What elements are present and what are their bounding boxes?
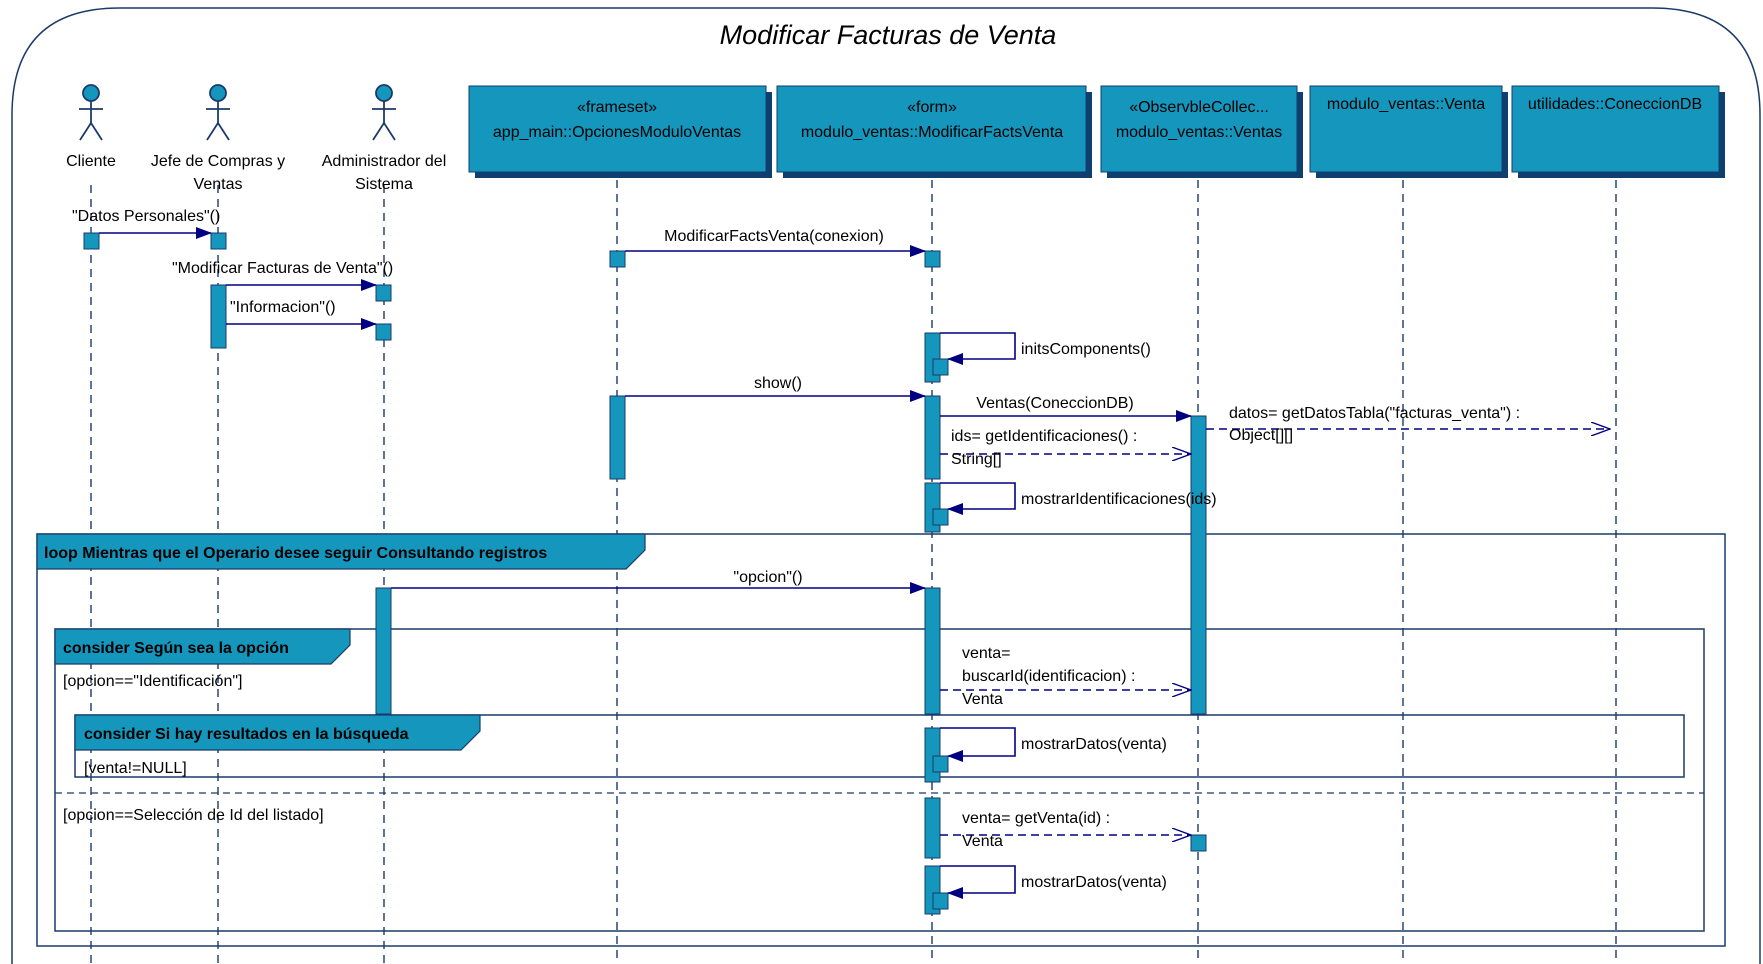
activation-bar: [924, 250, 941, 268]
message-label: "Informacion"(): [230, 299, 336, 316]
guard-condition: [venta!=NULL]: [84, 760, 187, 777]
message-mostrar-datos-2: mostrarDatos(venta): [940, 865, 1167, 899]
message-label: datos= getDatosTabla("facturas_venta") :: [1229, 405, 1520, 422]
object-name: app_main::OpcionesModuloVentas: [493, 124, 741, 141]
activation-bar: [924, 587, 941, 715]
activation-bar: [210, 232, 227, 250]
consider-fragment-resultados: consider Si hay resultados en la búsqued…: [74, 714, 1685, 778]
object-opciones-modulo-ventas: «frameset» app_main::OpcionesModuloVenta…: [468, 85, 772, 178]
activation-bar: [924, 727, 941, 783]
object-stereotype: «frameset»: [577, 99, 657, 116]
object-name: modulo_ventas::Venta: [1327, 96, 1485, 113]
object-modificar-facts-venta: «form» modulo_ventas::ModificarFactsVent…: [776, 85, 1092, 178]
message-show: show(): [625, 375, 926, 402]
actor-jefe-compras: Jefe de Compras y Ventas: [151, 84, 285, 193]
message-label: "Datos Personales"(): [72, 208, 220, 225]
message-mostrar-datos-1: mostrarDatos(venta): [940, 727, 1167, 762]
message-inits-components: initsComponents(): [940, 332, 1151, 365]
message-label: venta= getVenta(id) :: [962, 810, 1110, 827]
object-stereotype: «form»: [907, 99, 957, 116]
message-label: Object[][]: [1229, 427, 1293, 444]
message-label: "Modificar Facturas de Venta"(): [172, 260, 393, 277]
message-label: buscarId(identificacion) :: [962, 668, 1135, 685]
message-buscar-id: venta= buscarId(identificacion) : Venta: [940, 645, 1191, 708]
activation-bar: [609, 250, 626, 268]
message-label: mostrarIdentificaciones(ids): [1021, 491, 1217, 508]
activation-bar: [932, 358, 949, 376]
message-label: String[]: [951, 451, 1002, 468]
activation-bar: [83, 232, 100, 250]
actor-label: Administrador del: [322, 153, 447, 170]
message-label: ids= getIdentificaciones() :: [951, 428, 1137, 445]
diagram-title: Modificar Facturas de Venta: [720, 20, 1057, 50]
activation-bar: [924, 395, 941, 480]
message-informacion: "Informacion"(): [226, 299, 377, 330]
activation-bar: [375, 284, 392, 302]
message-ventas-constructor: Ventas(ConeccionDB): [940, 395, 1192, 422]
activation-bar: [1190, 834, 1207, 852]
object-ventas-collection: «ObservbleCollec... modulo_ventas::Venta…: [1100, 85, 1303, 178]
fragment-label: consider Según sea la opción: [63, 640, 289, 657]
object-coneccion-db: utilidades::ConeccionDB: [1511, 85, 1725, 178]
message-label: Ventas(ConeccionDB): [976, 395, 1133, 412]
object-name: modulo_ventas::Ventas: [1116, 124, 1282, 141]
message-datos-personales: "Datos Personales"(): [72, 208, 220, 239]
message-get-identificaciones: ids= getIdentificaciones() : String[]: [940, 428, 1191, 468]
actor-label: Jefe de Compras y: [151, 153, 285, 170]
message-label: show(): [754, 375, 802, 392]
fragment-label: consider Si hay resultados en la búsqued…: [84, 726, 409, 743]
lifelines: [90, 180, 1617, 964]
object-stereotype: «ObservbleCollec...: [1129, 99, 1269, 116]
stick-figure-icon: [79, 84, 103, 141]
message-label: "opcion"(): [733, 569, 802, 586]
stick-figure-icon: [372, 84, 396, 141]
activation-bar: [1190, 415, 1207, 715]
diagram-frame: [11, 7, 1761, 964]
actor-label: Sistema: [355, 176, 413, 193]
message-opcion: "opcion"(): [391, 569, 926, 594]
fragment-label: loop Mientras que el Operario desee segu…: [44, 545, 547, 562]
message-modificar-facturas: "Modificar Facturas de Venta"(): [172, 260, 393, 291]
message-label: initsComponents(): [1021, 341, 1151, 358]
stick-figure-icon: [206, 84, 230, 141]
message-label: Venta: [962, 833, 1003, 850]
activation-bar: [932, 755, 949, 773]
message-get-venta: venta= getVenta(id) : Venta: [940, 810, 1191, 850]
activation-bar: [932, 508, 949, 526]
message-label: venta=: [962, 645, 1010, 662]
message-get-datos-tabla: datos= getDatosTabla("facturas_venta") :…: [1206, 405, 1610, 444]
activation-bars: [83, 232, 1207, 915]
object-name: modulo_ventas::ModificarFactsVenta: [801, 124, 1063, 141]
message-mostrar-identificaciones: mostrarIdentificaciones(ids): [940, 482, 1217, 515]
activation-bar: [375, 587, 392, 715]
actor-label: Ventas: [194, 176, 243, 193]
activation-bar: [609, 395, 626, 480]
guard-condition: [opcion==Selección de Id del listado]: [63, 807, 324, 824]
actor-cliente: Cliente: [66, 84, 116, 170]
message-label: ModificarFactsVenta(conexion): [664, 228, 884, 245]
activation-bar: [924, 797, 941, 859]
activation-bar: [210, 284, 227, 349]
activation-bar: [932, 892, 949, 910]
object-name: utilidades::ConeccionDB: [1528, 96, 1702, 113]
message-label: Venta: [962, 691, 1003, 708]
activation-bar: [375, 323, 392, 341]
actor-label: Cliente: [66, 153, 116, 170]
consider-fragment-opcion: consider Según sea la opción [opcion=="I…: [54, 628, 1705, 932]
object-venta: modulo_ventas::Venta: [1309, 85, 1508, 178]
message-modificar-facts-venta: ModificarFactsVenta(conexion): [625, 228, 926, 257]
loop-fragment: loop Mientras que el Operario desee segu…: [36, 533, 1726, 947]
message-label: mostrarDatos(venta): [1021, 736, 1167, 753]
message-label: mostrarDatos(venta): [1021, 874, 1167, 891]
actor-administrador: Administrador del Sistema: [322, 84, 447, 193]
guard-condition: [opcion=="Identificación"]: [63, 673, 242, 690]
